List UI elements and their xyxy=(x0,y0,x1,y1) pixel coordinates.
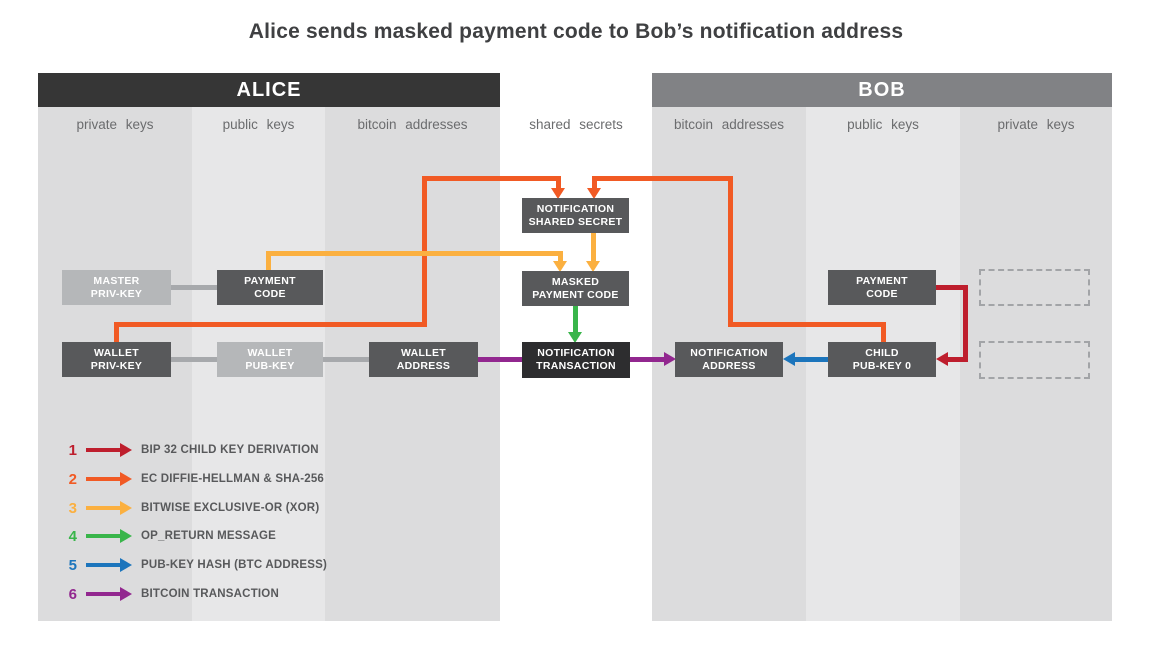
arrow-ecdh-bob-segment xyxy=(728,322,886,327)
arrow-segment xyxy=(86,592,120,596)
connector-wallet-pub-to-address xyxy=(323,357,369,362)
arrowhead xyxy=(120,443,132,457)
bob-private-keys-column xyxy=(960,107,1112,621)
node-child-pub-key-0: CHILD PUB-KEY 0 xyxy=(828,342,936,377)
legend-arrow xyxy=(86,587,132,601)
arrow-ecdh-alice-segment xyxy=(114,322,427,327)
arrow-ecdh-alice-segment xyxy=(114,322,119,342)
arrow-segment xyxy=(86,534,120,538)
arrow-xor-paymentcode-segment xyxy=(266,251,271,270)
arrow-segment xyxy=(86,448,120,452)
column-label-bob-public-keys: public keys xyxy=(847,117,919,132)
node-notification-shared-secret: NOTIFICATION SHARED SECRET xyxy=(522,198,629,233)
column-label-bob-private-keys: private keys xyxy=(997,117,1075,132)
legend-item-ecdh: 2 EC DIFFIE-HELLMAN & SHA-256 xyxy=(62,468,324,490)
legend-item-btctx: 6 BITCOIN TRANSACTION xyxy=(62,583,279,605)
node-wallet-address: WALLET ADDRESS xyxy=(369,342,478,377)
arrowhead xyxy=(664,352,676,366)
arrow-ecdh-bob-segment xyxy=(728,176,733,327)
node-master-priv-key: MASTER PRIV-KEY xyxy=(62,270,171,305)
arrowhead xyxy=(586,261,600,272)
legend-number: 4 xyxy=(68,527,77,545)
arrowhead xyxy=(120,529,132,543)
arrowhead xyxy=(936,352,948,366)
legend-label: EC DIFFIE-HELLMAN & SHA-256 xyxy=(141,473,325,485)
node-payment-code-bob: PAYMENT CODE xyxy=(828,270,936,305)
node-bob-priv-key-placeholder xyxy=(979,341,1090,379)
legend-label: BITWISE EXCLUSIVE-OR (XOR) xyxy=(141,502,320,514)
arrow-ecdh-alice-segment xyxy=(422,176,561,181)
arrow-xor-paymentcode-segment xyxy=(558,256,563,262)
column-label-bob-bitcoin-addresses: bitcoin addresses xyxy=(673,117,785,132)
arrow-bip32-segment xyxy=(963,285,968,362)
arrow-btctx-segment xyxy=(630,357,664,362)
arrowhead xyxy=(553,261,567,272)
arrow-segment xyxy=(86,506,120,510)
legend-arrow xyxy=(86,472,132,486)
node-payment-code-alice: PAYMENT CODE xyxy=(217,270,323,305)
arrowhead xyxy=(120,558,132,572)
arrow-segment xyxy=(86,477,120,481)
node-wallet-pub-key: WALLET PUB-KEY xyxy=(217,342,323,377)
bob-header: BOB xyxy=(652,73,1112,107)
arrow-btctx-segment xyxy=(478,357,522,362)
diagram-title: Alice sends masked payment code to Bob’s… xyxy=(248,20,904,43)
arrow-ecdh-bob-segment xyxy=(592,181,597,189)
node-wallet-priv-key: WALLET PRIV-KEY xyxy=(62,342,171,377)
legend-item-pubkeyhash: 5 PUB-KEY HASH (BTC ADDRESS) xyxy=(62,554,327,576)
legend-label: BIP 32 CHILD KEY DERIVATION xyxy=(141,444,319,456)
arrowhead xyxy=(120,501,132,515)
arrow-xor-secret-segment xyxy=(591,233,596,261)
arrow-bip32-segment xyxy=(936,285,968,290)
node-masked-payment-code: MASKED PAYMENT CODE xyxy=(522,271,629,306)
legend-number: 5 xyxy=(68,556,77,574)
alice-header: ALICE xyxy=(38,73,500,107)
column-label-shared-secrets: shared secrets xyxy=(529,117,623,132)
legend-arrow xyxy=(86,443,132,457)
arrowhead xyxy=(587,188,601,199)
column-label-alice-public-keys: public keys xyxy=(222,117,295,132)
arrow-ecdh-bob-segment xyxy=(881,322,886,342)
arrowhead xyxy=(568,332,582,343)
column-label-alice-bitcoin-addresses: bitcoin addresses xyxy=(357,117,468,132)
column-label-alice-private-keys: private keys xyxy=(76,117,154,132)
legend-label: BITCOIN TRANSACTION xyxy=(141,588,279,600)
legend-number: 2 xyxy=(68,470,77,488)
legend-item-bip32: 1 BIP 32 CHILD KEY DERIVATION xyxy=(62,439,319,461)
legend-item-xor: 3 BITWISE EXCLUSIVE-OR (XOR) xyxy=(62,497,320,519)
legend-arrow xyxy=(86,558,132,572)
connector-master-to-payment-code xyxy=(171,285,217,290)
arrow-ecdh-alice-segment xyxy=(556,181,561,189)
legend-arrow xyxy=(86,501,132,515)
legend-number: 1 xyxy=(68,441,77,459)
legend-label: PUB-KEY HASH (BTC ADDRESS) xyxy=(141,559,328,571)
arrow-segment xyxy=(86,563,120,567)
arrowhead xyxy=(120,472,132,486)
legend-label: OP_RETURN MESSAGE xyxy=(141,530,277,542)
legend-number: 3 xyxy=(68,499,77,517)
arrow-xor-paymentcode-segment xyxy=(266,251,563,256)
arrowhead xyxy=(551,188,565,199)
node-notification-transaction: NOTIFICATION TRANSACTION xyxy=(522,342,630,378)
legend-arrow xyxy=(86,529,132,543)
arrow-opreturn-segment xyxy=(573,306,578,332)
connector-wallet-priv-to-pub xyxy=(171,357,217,362)
arrow-bip32-segment xyxy=(948,357,968,362)
node-bob-priv-key-placeholder xyxy=(979,269,1090,306)
node-notification-address: NOTIFICATION ADDRESS xyxy=(675,342,783,377)
legend-number: 6 xyxy=(68,585,77,603)
arrow-pubkeyhash-segment xyxy=(795,357,828,362)
arrowhead xyxy=(783,352,795,366)
arrow-ecdh-bob-segment xyxy=(592,176,733,181)
arrowhead xyxy=(120,587,132,601)
legend-item-opreturn: 4 OP_RETURN MESSAGE xyxy=(62,525,276,547)
